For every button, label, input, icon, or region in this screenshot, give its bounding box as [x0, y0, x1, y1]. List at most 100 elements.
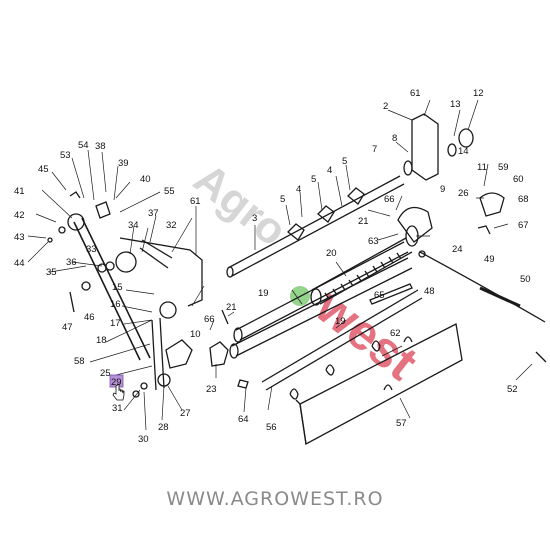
label-part-47[interactable]: 47 [62, 322, 73, 333]
label-part-28[interactable]: 28 [158, 422, 169, 433]
bar-65 [369, 283, 413, 305]
label-part-18[interactable]: 18 [96, 335, 107, 346]
clips-62 [289, 336, 413, 400]
sprocket-33 [115, 251, 137, 273]
label-part-32[interactable]: 32 [166, 220, 177, 231]
label-part-14[interactable]: 14 [458, 146, 469, 157]
label-part-5a[interactable]: 5 [280, 194, 285, 205]
label-part-34[interactable]: 34 [128, 220, 139, 231]
label-part-33[interactable]: 33 [86, 244, 97, 255]
label-part-61a[interactable]: 61 [410, 88, 421, 99]
label-part-60[interactable]: 60 [513, 174, 524, 185]
label-part-21a[interactable]: 21 [226, 302, 237, 313]
plate-61 [119, 237, 203, 307]
arm-26 [397, 206, 433, 243]
label-part-23[interactable]: 23 [206, 384, 217, 395]
label-part-25[interactable]: 25 [100, 368, 111, 379]
label-part-4b[interactable]: 4 [327, 165, 332, 176]
label-part-29[interactable]: 29 [111, 377, 122, 388]
label-part-65[interactable]: 65 [374, 290, 385, 301]
clip-64 [237, 379, 249, 389]
label-part-67[interactable]: 67 [518, 220, 529, 231]
spring-50 [479, 286, 521, 308]
label-part-48[interactable]: 48 [424, 286, 435, 297]
label-part-41[interactable]: 41 [14, 186, 25, 197]
label-part-37[interactable]: 37 [148, 208, 159, 219]
label-part-24[interactable]: 24 [452, 244, 463, 255]
label-part-50[interactable]: 50 [520, 274, 531, 285]
shaft-brackets [287, 187, 365, 241]
sprocket-10 [159, 301, 177, 319]
label-part-5c[interactable]: 5 [342, 156, 347, 167]
label-part-10[interactable]: 10 [190, 329, 201, 340]
roller-19 [235, 241, 409, 341]
label-part-63[interactable]: 63 [368, 236, 379, 247]
label-part-15[interactable]: 15 [112, 282, 123, 293]
label-part-52[interactable]: 52 [507, 384, 518, 395]
bracket-2 [411, 113, 439, 181]
roller-lower [231, 257, 413, 357]
label-part-54[interactable]: 54 [78, 140, 89, 151]
label-part-19a[interactable]: 19 [258, 288, 269, 299]
shaft-3-end [226, 266, 234, 278]
label-part-36[interactable]: 36 [66, 257, 77, 268]
plate-23 [209, 341, 229, 367]
hand-pointer-icon [112, 383, 125, 401]
label-part-56[interactable]: 56 [266, 422, 277, 433]
label-part-45[interactable]: 45 [38, 164, 49, 175]
bolt-21 [221, 309, 229, 325]
label-part-39[interactable]: 39 [118, 158, 129, 169]
label-part-55[interactable]: 55 [164, 186, 175, 197]
label-part-53[interactable]: 53 [60, 150, 71, 161]
label-part-43[interactable]: 43 [14, 232, 25, 243]
bearing-11 [458, 128, 474, 148]
label-part-42[interactable]: 42 [14, 210, 25, 221]
label-part-46[interactable]: 46 [84, 312, 95, 323]
label-part-30[interactable]: 30 [138, 434, 149, 445]
label-part-58[interactable]: 58 [74, 356, 85, 367]
label-part-20[interactable]: 20 [326, 248, 337, 259]
arm-68 [479, 192, 505, 217]
label-part-19b[interactable]: 19 [335, 316, 346, 327]
label-part-64[interactable]: 64 [238, 414, 249, 425]
label-part-2[interactable]: 2 [383, 101, 388, 112]
label-part-38[interactable]: 38 [95, 141, 106, 152]
label-part-27[interactable]: 27 [180, 408, 191, 419]
label-part-9[interactable]: 9 [440, 184, 445, 195]
pin-48 [418, 250, 426, 258]
label-part-5b[interactable]: 5 [311, 174, 316, 185]
drawing-lines [47, 113, 547, 446]
nut-46 [81, 281, 91, 291]
label-part-31[interactable]: 31 [112, 403, 123, 414]
label-part-66b[interactable]: 66 [384, 194, 395, 205]
rod-32 [139, 239, 173, 269]
label-part-68[interactable]: 68 [518, 194, 529, 205]
label-part-26[interactable]: 26 [458, 188, 469, 199]
label-part-17[interactable]: 17 [110, 318, 121, 329]
label-part-44[interactable]: 44 [14, 258, 25, 269]
plate-22 [165, 339, 193, 369]
label-part-57[interactable]: 57 [396, 418, 407, 429]
label-part-7[interactable]: 7 [372, 144, 377, 155]
label-part-49[interactable]: 49 [484, 254, 495, 265]
label-part-11[interactable]: 11 [477, 162, 487, 173]
label-part-16[interactable]: 16 [110, 299, 121, 310]
label-part-13[interactable]: 13 [450, 99, 461, 110]
label-part-40[interactable]: 40 [140, 174, 151, 185]
pin-52 [535, 351, 547, 363]
label-part-4a[interactable]: 4 [296, 184, 301, 195]
footer-url[interactable]: WWW.AGROWEST.RO [166, 488, 384, 510]
label-part-3[interactable]: 3 [252, 213, 257, 224]
label-part-8[interactable]: 8 [392, 133, 397, 144]
label-part-62[interactable]: 62 [390, 328, 401, 339]
label-part-59[interactable]: 59 [498, 162, 509, 173]
cable-49 [419, 251, 546, 323]
label-part-66a[interactable]: 66 [204, 314, 215, 325]
link-58 [151, 317, 165, 391]
label-part-61b[interactable]: 61 [190, 196, 201, 207]
shaft-3 [227, 175, 405, 277]
label-part-35[interactable]: 35 [46, 267, 57, 278]
chain-25 [73, 217, 151, 361]
label-part-21b[interactable]: 21 [358, 216, 369, 227]
label-part-12[interactable]: 12 [473, 88, 484, 99]
